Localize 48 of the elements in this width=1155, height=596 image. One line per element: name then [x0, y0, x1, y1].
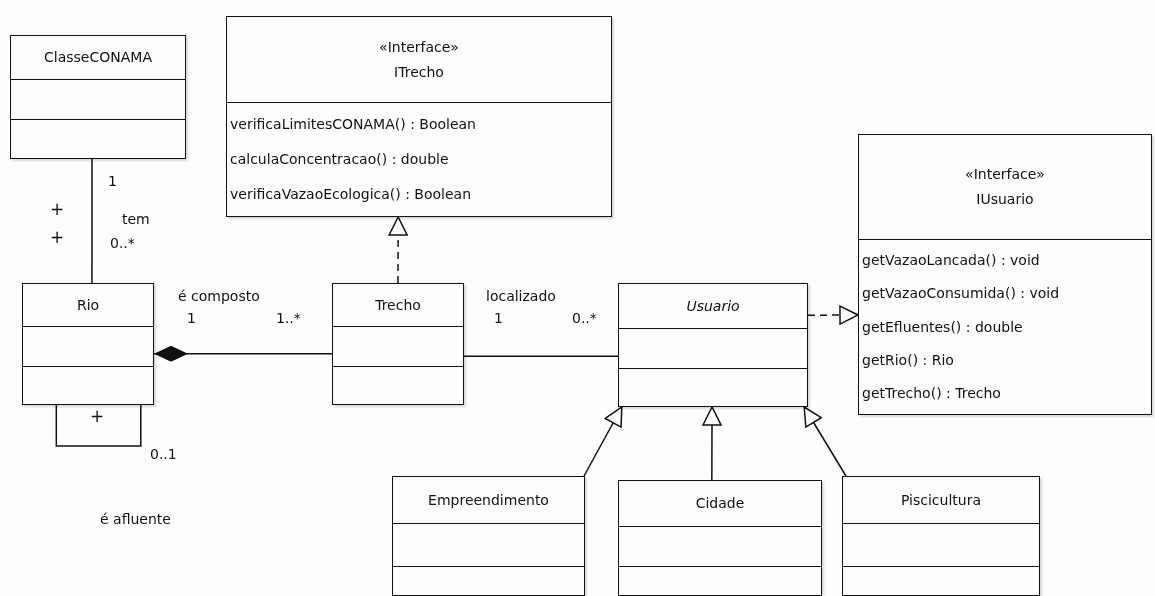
class-name: Rio — [76, 296, 100, 314]
edge-label: é composto — [178, 289, 260, 305]
stereotype-label: «Interface» — [379, 38, 459, 56]
multiplicity-label: 0..1 — [150, 447, 177, 463]
stereotype-label: «Interface» — [965, 166, 1045, 183]
method-signature: getVazaoConsumida() : void — [862, 285, 1060, 303]
realization-arrow — [807, 305, 859, 325]
visibility-mark: + — [50, 228, 65, 247]
class-name: ITrecho — [394, 63, 444, 81]
class-name: Empreendimento — [428, 491, 549, 509]
association-line — [463, 355, 619, 357]
interface-box — [858, 134, 1152, 415]
class-name: Cidade — [695, 495, 745, 512]
method-signature: verificaVazaoEcologica() : Boolean — [230, 186, 472, 203]
realization-arrow — [388, 216, 408, 284]
multiplicity-label: 1 — [494, 311, 503, 327]
method-signature: getRio() : Rio — [862, 351, 954, 369]
class-name: Trecho — [375, 296, 421, 314]
class-name: ClasseCONAMA — [44, 49, 152, 66]
multiplicity-label: 1 — [108, 174, 117, 190]
class-box — [618, 283, 808, 407]
class-box — [332, 283, 464, 405]
interface-box — [226, 16, 612, 217]
generalization-arrow — [803, 406, 847, 477]
method-signature: getTrecho() : Trecho — [862, 384, 1001, 402]
method-signature: getEfluentes() : double — [862, 318, 1023, 336]
class-name: IUsuario — [976, 191, 1034, 208]
multiplicity-label: 0..* — [110, 236, 135, 252]
class-box — [22, 283, 154, 405]
association-line — [91, 158, 93, 284]
generalization-arrow — [583, 406, 623, 477]
method-signature: calculaConcentracao() : double — [230, 151, 449, 168]
class-name: Usuario — [686, 297, 740, 315]
visibility-mark: + — [90, 407, 105, 426]
generalization-arrow — [702, 406, 722, 481]
method-signature: verificaLimitesCONAMA() : Boolean — [230, 116, 476, 133]
class-box — [392, 476, 585, 596]
class-box — [10, 35, 186, 159]
multiplicity-label: 1 — [187, 311, 196, 327]
class-box — [842, 476, 1040, 596]
composition-line — [153, 345, 333, 362]
visibility-mark: + — [50, 200, 65, 219]
multiplicity-label: 1..* — [276, 311, 301, 327]
association-line — [55, 404, 142, 447]
class-box — [618, 480, 822, 596]
multiplicity-label: 0..* — [572, 311, 597, 327]
method-signature: getVazaoLancada() : void — [862, 252, 1040, 269]
class-name: Piscicultura — [900, 491, 982, 509]
